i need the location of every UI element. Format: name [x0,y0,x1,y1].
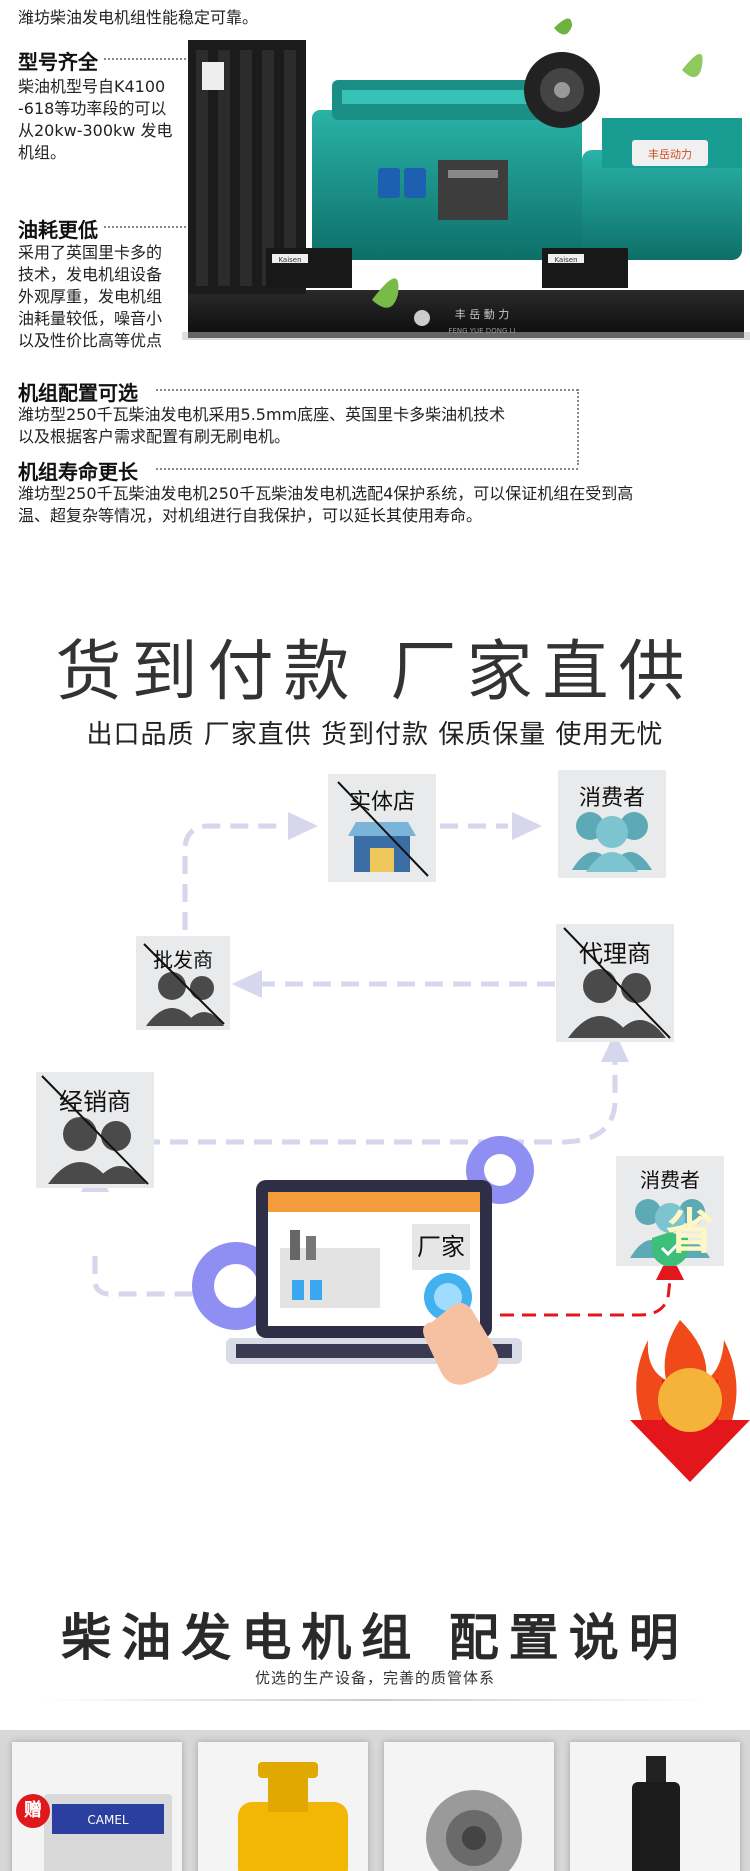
feature-line: 技术，发电机组设备 [18,265,163,284]
feature-line: 油耗量较低，噪音小 [18,309,163,328]
air-filter-icon [238,1762,348,1871]
card-filter[interactable] [198,1742,368,1871]
dotted-leader-vertical [577,389,579,465]
dotted-leader [104,58,186,60]
panel-brand-label-left: Kaisen [278,256,301,264]
muffler-icon [632,1756,680,1871]
gift-badge: 赠 [16,1794,50,1828]
config-cards: 赠 CAMEL [0,1730,750,1871]
store-icon [337,781,429,877]
node-wholesaler-label: 批发商 [153,948,213,972]
subline: 出口品质 厂家直供 货到付款 保质保量 使用无忧 [86,720,664,750]
generator-image: 丰岳动力 Kaisen Kaisen 丰 岳 動 力 FENG YUE DONG… [182,18,750,340]
feature-line: 外观厚重，发电机组 [18,287,163,306]
people-shield-icon [630,1199,710,1266]
dotted-leader [156,389,578,391]
card-battery[interactable]: 赠 CAMEL [12,1742,182,1871]
config-subtitle: 优选的生产设备，完善的质管体系 [254,1669,495,1687]
card-turbo[interactable] [384,1742,554,1871]
feature-line: 采用了英国里卡多的 [18,243,163,262]
factory-label: 厂家 [412,1224,470,1270]
genset-brand-label: 丰岳动力 [648,148,692,161]
node-store-label: 实体店 [348,790,415,815]
sales-flow-diagram: 实体店 消费者 批发商 代理商 [0,760,750,1500]
panel-brand-label-right: Kaisen [554,256,577,264]
dotted-leader [156,468,578,470]
feature-line: 潍坊型250千瓦柴油发电机250千瓦柴油发电机选配4保护系统，可以保证机组在受到… [18,484,634,503]
feature-title-life: 机组寿命更长 [18,460,138,484]
node-dealer: 经销商 [36,1072,154,1188]
node-store: 实体店 [328,774,436,882]
flow-lines [81,812,750,1482]
dotted-leader [104,226,186,228]
feature-line: 柴油机型号自K4100 [18,77,166,96]
feature-title-fuel: 油耗更低 [18,218,98,242]
battery-brand: CAMEL [87,1813,129,1827]
genset-logo-sub: FENG YUE DONG LI [448,327,515,335]
genset-logo-text: 丰 岳 動 力 [455,307,510,321]
node-agent-label: 代理商 [579,940,651,968]
save-label: 省 [665,1204,714,1260]
node-consumer-top: 消费者 [558,770,666,878]
feature-line: 以及性价比高等优点 [18,331,163,350]
node-consumer-top-label: 消费者 [578,786,645,811]
feature-line: 以及根据客户需求配置有刷无刷电机。 [18,427,291,446]
config-divider [40,1699,710,1701]
node-dealer-label: 经销商 [59,1088,131,1116]
feature-text-life: 潍坊型250千瓦柴油发电机250千瓦柴油发电机选配4保护系统，可以保证机组在受到… [18,483,633,527]
feature-title-config: 机组配置可选 [18,381,138,405]
intro-text: 潍坊柴油发电机组性能稳定可靠。 [18,8,259,27]
person-icon [41,1075,149,1185]
feature-text-models: 柴油机型号自K4100 -618等功率段的可以 从20kw-300kw 发电 机… [18,76,172,164]
person-icon [143,943,225,1026]
person-icon [563,927,671,1039]
feature-text-config: 潍坊型250千瓦柴油发电机采用5.5mm底座、英国里卡多柴油机技术 以及根据客户… [18,404,505,448]
feature-text-fuel: 采用了英国里卡多的 技术，发电机组设备 外观厚重，发电机组 油耗量较低，噪音小 … [18,242,162,352]
battery-icon: CAMEL [44,1794,172,1871]
feature-line: 温、超复杂等情况，对机组进行自我保护，可以延长其使用寿命。 [18,506,483,525]
node-agent: 代理商 [556,924,674,1042]
node-consumer-right: 消费者 [616,1156,724,1266]
features-section: 潍坊柴油发电机组性能稳定可靠。 [0,0,750,560]
node-consumer-right-label: 消费者 [640,1168,700,1192]
feature-title-models: 型号齐全 [18,50,98,74]
feature-line: -618等功率段的可以 [18,99,167,118]
card-muffler[interactable] [570,1742,740,1871]
headline: 货到付款 厂家直供 [55,633,695,710]
feature-line: 潍坊型250千瓦柴油发电机采用5.5mm底座、英国里卡多柴油机技术 [18,405,506,424]
feature-line: 从20kw-300kw 发电 [18,121,173,140]
feature-line: 机组。 [18,143,67,162]
node-wholesaler: 批发商 [136,936,230,1030]
people-icon [572,812,652,872]
turbocharger-icon [426,1790,522,1871]
config-title: 柴油发电机组 配置说明 [61,1609,689,1667]
